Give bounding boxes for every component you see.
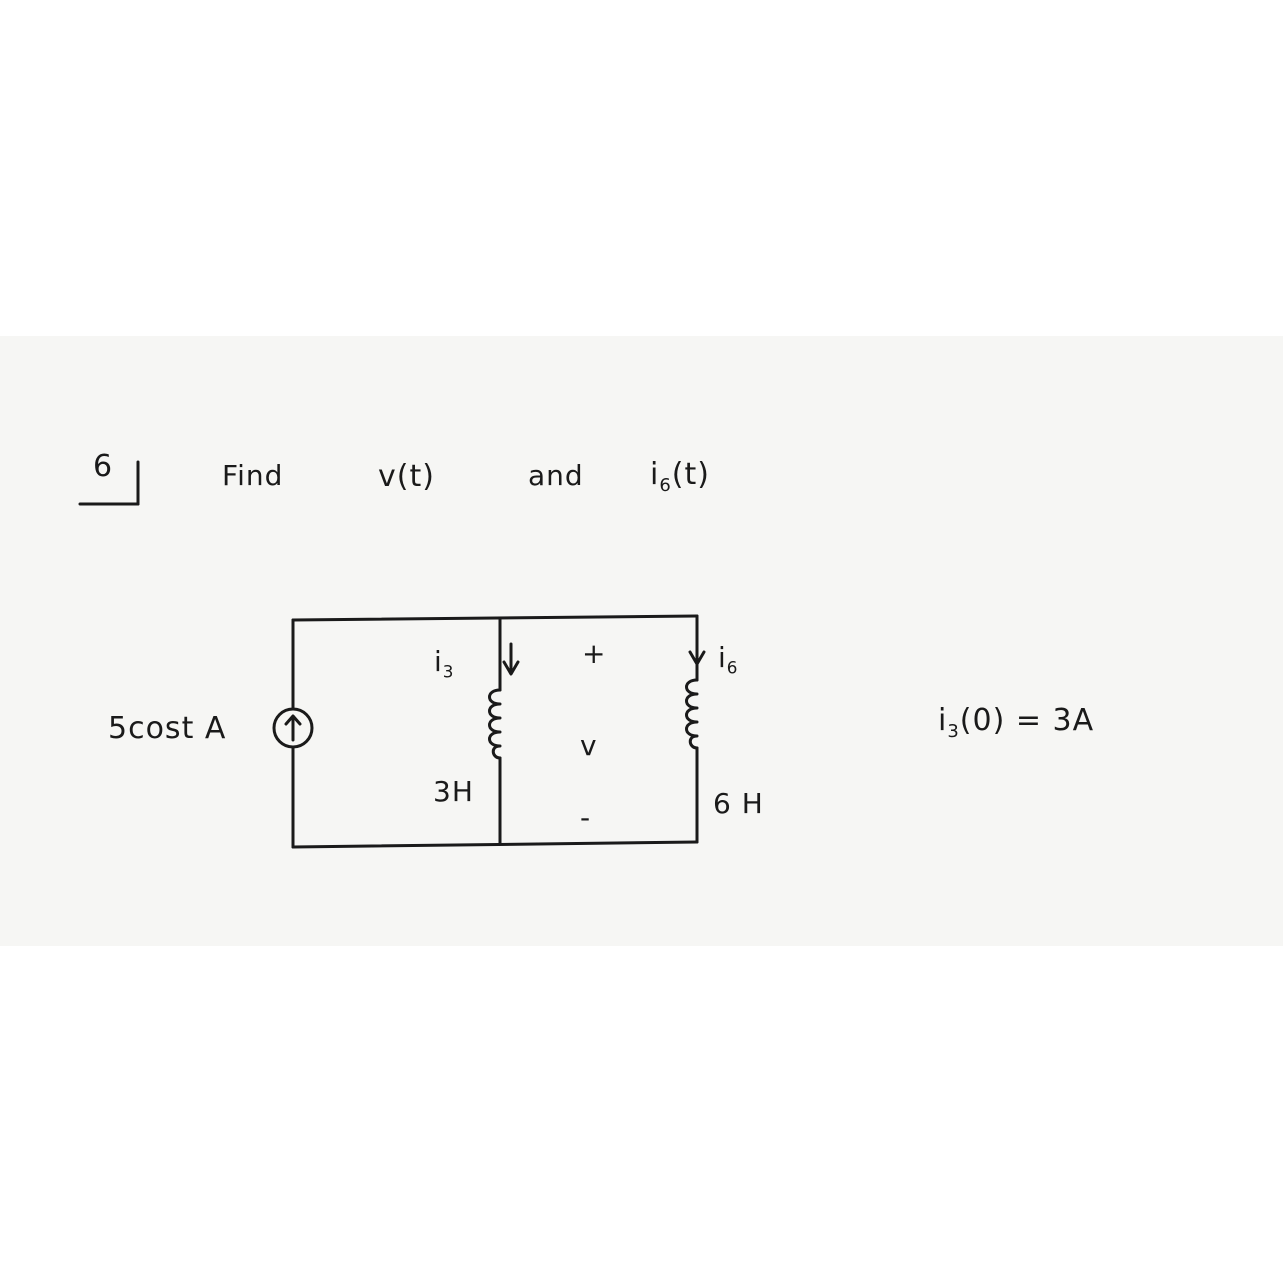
prompt-and: and [528,459,584,492]
initial-condition-rest: (0) = 3A [959,703,1095,738]
inductor-6h-coil [685,678,699,750]
initial-condition: i3(0) = 3A [938,706,1094,741]
prompt-find: Find [222,459,284,492]
arrow-up-icon [284,714,302,742]
initial-condition-base: i [938,703,948,738]
i6-sub: 6 [726,657,739,678]
voltage-minus-sign: - [580,801,592,834]
initial-condition-sub: 3 [947,721,960,742]
inductor-6h-value: 6 H [713,787,764,820]
current-source-label: 5cost A [108,711,227,746]
prompt-i6-of-t: i6(t) [650,460,710,495]
i3-arrow-icon [502,642,520,676]
paper-sheet [0,336,1283,946]
i3-base: i [434,645,443,678]
current-source-circle [272,707,314,749]
voltage-plus-sign: + [582,637,607,670]
prompt-i6-arg: (t) [671,457,710,492]
wire-top [291,614,699,622]
inductor-3h-coil [488,688,502,760]
i6-arrow-icon [688,638,706,666]
prompt-i6-base: i [650,457,660,492]
prompt-v-of-t: v(t) [378,459,435,494]
problem-number: 6 [93,449,114,484]
prompt-i6-sub: 6 [659,475,672,496]
i3-label: i3 [434,648,454,680]
inductor-3h-value: 3H [433,775,474,808]
i3-sub: 3 [442,661,455,682]
wire-bottom [291,840,699,849]
i6-base: i [718,641,727,674]
i6-label: i6 [718,644,738,676]
voltage-label: v [580,729,598,762]
